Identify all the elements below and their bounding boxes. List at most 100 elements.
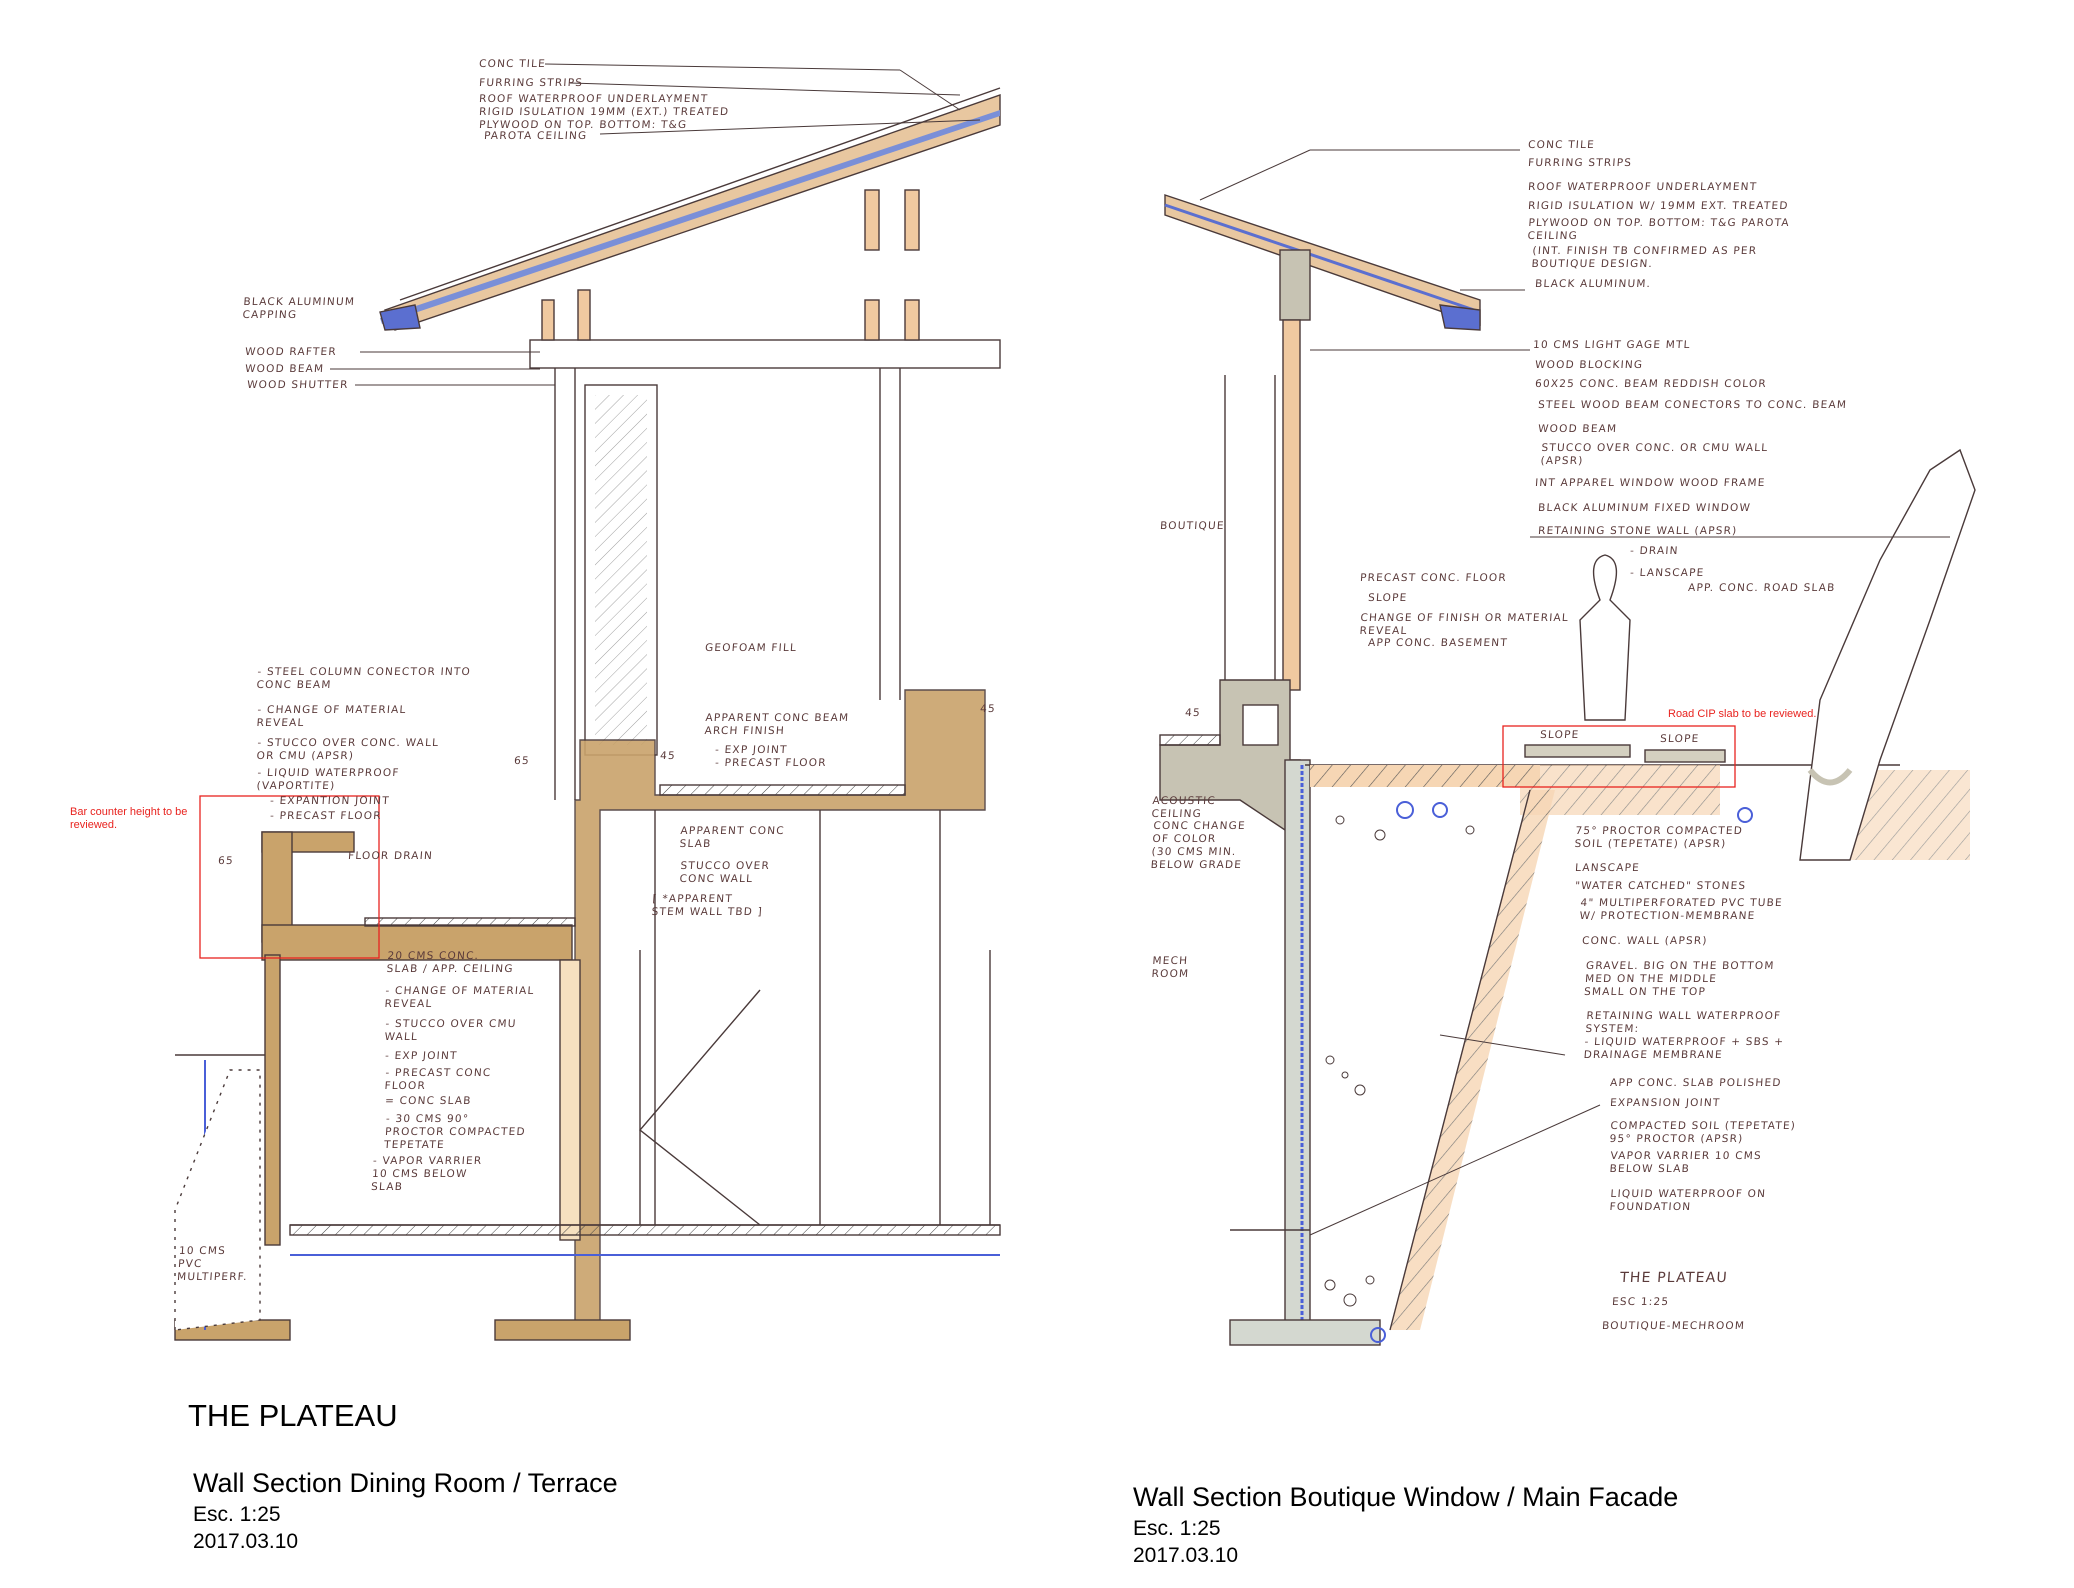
right-section-label: MECH ROOM xyxy=(1151,955,1190,980)
left-section-label: - CHANGE OF MATERIAL REVEAL xyxy=(384,985,535,1010)
right-section-label: THE PLATEAU xyxy=(1619,1270,1729,1286)
left-section-label: RIGID ISULATION 19MM (EXT.) TREATED xyxy=(478,106,730,118)
gravel xyxy=(1324,815,1475,1307)
road-slab-review-box xyxy=(1502,725,1736,788)
right-section-label: 75° PROCTOR COMPACTED SOIL (TEPETATE) (A… xyxy=(1574,825,1744,850)
left-section-concrete xyxy=(174,689,986,1341)
right-section-label: WOOD BLOCKING xyxy=(1534,359,1644,371)
left-section-label: 45 xyxy=(659,750,677,762)
bar-counter-review-box xyxy=(199,795,380,959)
left-section-label: 45 xyxy=(979,703,997,715)
right-section-label: ESC 1:25 xyxy=(1611,1296,1670,1308)
right-section-label: CONC TILE xyxy=(1527,139,1596,151)
left-section-beam xyxy=(529,189,1001,369)
right-section-label: PRECAST CONC. FLOOR xyxy=(1359,572,1508,584)
left-section-label: WOOD BEAM xyxy=(244,363,325,375)
right-section-label: "WATER CATCHED" STONES xyxy=(1574,880,1747,892)
left-section-label: CONC TILE xyxy=(478,58,547,70)
left-section-label: = CONC SLAB xyxy=(384,1095,473,1107)
left-section-label: - PRECAST FLOOR xyxy=(714,757,828,769)
right-section-label: STEEL WOOD BEAM CONECTORS TO CONC. BEAM xyxy=(1537,399,1848,411)
left-section-label: [ *APPARENT STEM WALL TBD ] xyxy=(651,893,764,918)
right-section-label: APP CONC. SLAB POLISHED xyxy=(1609,1077,1783,1089)
leader-lines xyxy=(330,63,1950,1236)
right-section-scale: Esc. 1:25 xyxy=(1133,1517,1221,1540)
right-section-title: Wall Section Boutique Window / Main Faca… xyxy=(1133,1482,1679,1512)
left-section-label: APPARENT CONC SLAB xyxy=(679,825,786,850)
left-section-label: WOOD SHUTTER xyxy=(246,379,350,391)
right-section-label: RIGID ISULATION W/ 19MM EXT. TREATED xyxy=(1527,200,1789,212)
right-section-label: CHANGE OF FINISH OR MATERIAL REVEAL xyxy=(1359,612,1570,637)
left-section-scale: Esc. 1:25 xyxy=(193,1503,281,1526)
left-section-label: - EXPANTION JOINT xyxy=(269,795,391,807)
left-section-label: - STEEL COLUMN CONECTOR INTO CONC BEAM xyxy=(256,666,472,691)
right-section-label: WOOD BEAM xyxy=(1537,423,1618,435)
right-section-label: FURRING STRIPS xyxy=(1527,157,1633,169)
right-section-label: ROOF WATERPROOF UNDERLAYMENT xyxy=(1527,181,1758,193)
human-figure xyxy=(1579,554,1631,721)
right-section-label: LIQUID WATERPROOF ON FOUNDATION xyxy=(1609,1188,1767,1213)
right-section-label: STUCCO OVER CONC. OR CMU WALL (APSR) xyxy=(1540,442,1769,467)
left-section-label: - PRECAST CONC FLOOR xyxy=(384,1067,492,1092)
left-section-label: FLOOR DRAIN xyxy=(347,850,434,862)
left-section-label: STUCCO OVER CONC WALL xyxy=(679,860,771,885)
right-section-label: CONC. WALL (APSR) xyxy=(1581,935,1709,947)
right-section-label: LANSCAPE xyxy=(1574,862,1641,874)
left-section-title: Wall Section Dining Room / Terrace xyxy=(193,1468,618,1498)
left-section-label: - VAPOR VARRIER 10 CMS BELOW SLAB xyxy=(370,1155,483,1193)
right-section-label: PLYWOOD ON TOP. BOTTOM: T&G PAROTA CEILI… xyxy=(1527,217,1791,242)
left-section-label: FURRING STRIPS xyxy=(478,77,584,89)
right-section-label: CONC CHANGE OF COLOR (30 CMS MIN. BELOW … xyxy=(1150,820,1247,871)
right-section-label: VAPOR VARRIER 10 CMS BELOW SLAB xyxy=(1609,1150,1763,1175)
right-section-label: BOUTIQUE-MECHROOM xyxy=(1601,1320,1746,1332)
left-section-label: 20 CMS CONC. SLAB / APP. CEILING xyxy=(386,950,515,975)
left-section-label: ROOF WATERPROOF UNDERLAYMENT xyxy=(478,93,709,105)
right-section-roof xyxy=(1164,194,1481,331)
left-section-roof xyxy=(379,87,1001,331)
left-section-ground xyxy=(174,810,1001,1331)
left-section-label: BLACK ALUMINUM CAPPING xyxy=(242,296,356,321)
right-section-label: SLOPE xyxy=(1659,733,1700,745)
bar-counter-review-note: Bar counter height to be reviewed. xyxy=(70,806,188,831)
right-section-label: COMPACTED SOIL (TEPETATE) 95° PROCTOR (A… xyxy=(1609,1120,1797,1145)
right-section-label: SLOPE xyxy=(1539,729,1580,741)
right-section-label: (INT. FINISH TB CONFIRMED AS PER BOUTIQU… xyxy=(1531,245,1758,270)
left-section-label: 10 CMS PVC MULTIPERF. xyxy=(176,1245,249,1283)
right-section-label: SLOPE xyxy=(1367,592,1408,604)
left-section-label: - EXP JOINT xyxy=(714,744,789,756)
right-section-label: - DRAIN xyxy=(1629,545,1680,557)
left-section-date: 2017.03.10 xyxy=(193,1530,299,1553)
left-section-label: - LIQUID WATERPROOF (VAPORTITE) xyxy=(256,767,400,792)
right-section-label: - LANSCAPE xyxy=(1629,567,1705,579)
road-slab-review-note: Road CIP slab to be reviewed. xyxy=(1668,708,1817,720)
right-section-label: 60X25 CONC. BEAM REDDISH COLOR xyxy=(1534,378,1768,390)
left-section-label: WOOD RAFTER xyxy=(244,346,338,358)
left-section-label: - STUCCO OVER CMU WALL xyxy=(384,1018,518,1043)
left-section-label: GEOFOAM FILL xyxy=(704,642,798,654)
right-section-label: ACOUSTIC CEILING xyxy=(1151,795,1217,820)
left-section-label: - CHANGE OF MATERIAL REVEAL xyxy=(256,704,407,729)
left-section-label: 65 xyxy=(217,855,235,867)
right-section-label: APP. CONC. ROAD SLAB xyxy=(1687,582,1836,594)
right-section-label: BOUTIQUE xyxy=(1159,520,1226,532)
left-section-shutter xyxy=(554,368,901,800)
left-section-label: PAROTA CEILING xyxy=(483,130,588,142)
left-section-label: - EXP JOINT xyxy=(384,1050,459,1062)
right-section-label: 45 xyxy=(1184,707,1202,719)
right-section-label: 10 CMS LIGHT GAGE MTL xyxy=(1532,339,1692,351)
left-section-label: - 30 CMS 90° PROCTOR COMPACTED TEPETATE xyxy=(383,1113,527,1151)
project-title: THE PLATEAU xyxy=(188,1398,398,1433)
left-section-label: 65 xyxy=(513,755,531,767)
right-section-label: RETAINING STONE WALL (APSR) xyxy=(1537,525,1738,537)
right-section-label: BLACK ALUMINUM. xyxy=(1534,278,1652,290)
right-section-label: APP CONC. BASEMENT xyxy=(1367,637,1509,649)
right-section-date: 2017.03.10 xyxy=(1133,1544,1239,1567)
left-section-label: - PRECAST FLOOR xyxy=(269,810,383,822)
right-section-label: 4" MULTIPERFORATED PVC TUBE W/ PROTECTIO… xyxy=(1579,897,1784,922)
right-section-wall xyxy=(1159,249,1381,1346)
right-section-label: RETAINING WALL WATERPROOF SYSTEM: - LIQU… xyxy=(1583,1010,1785,1061)
left-section-label: APPARENT CONC BEAM ARCH FINISH xyxy=(704,712,850,737)
right-section-label: BLACK ALUMINUM FIXED WINDOW xyxy=(1537,502,1752,514)
right-section-ground xyxy=(1230,448,1976,1343)
